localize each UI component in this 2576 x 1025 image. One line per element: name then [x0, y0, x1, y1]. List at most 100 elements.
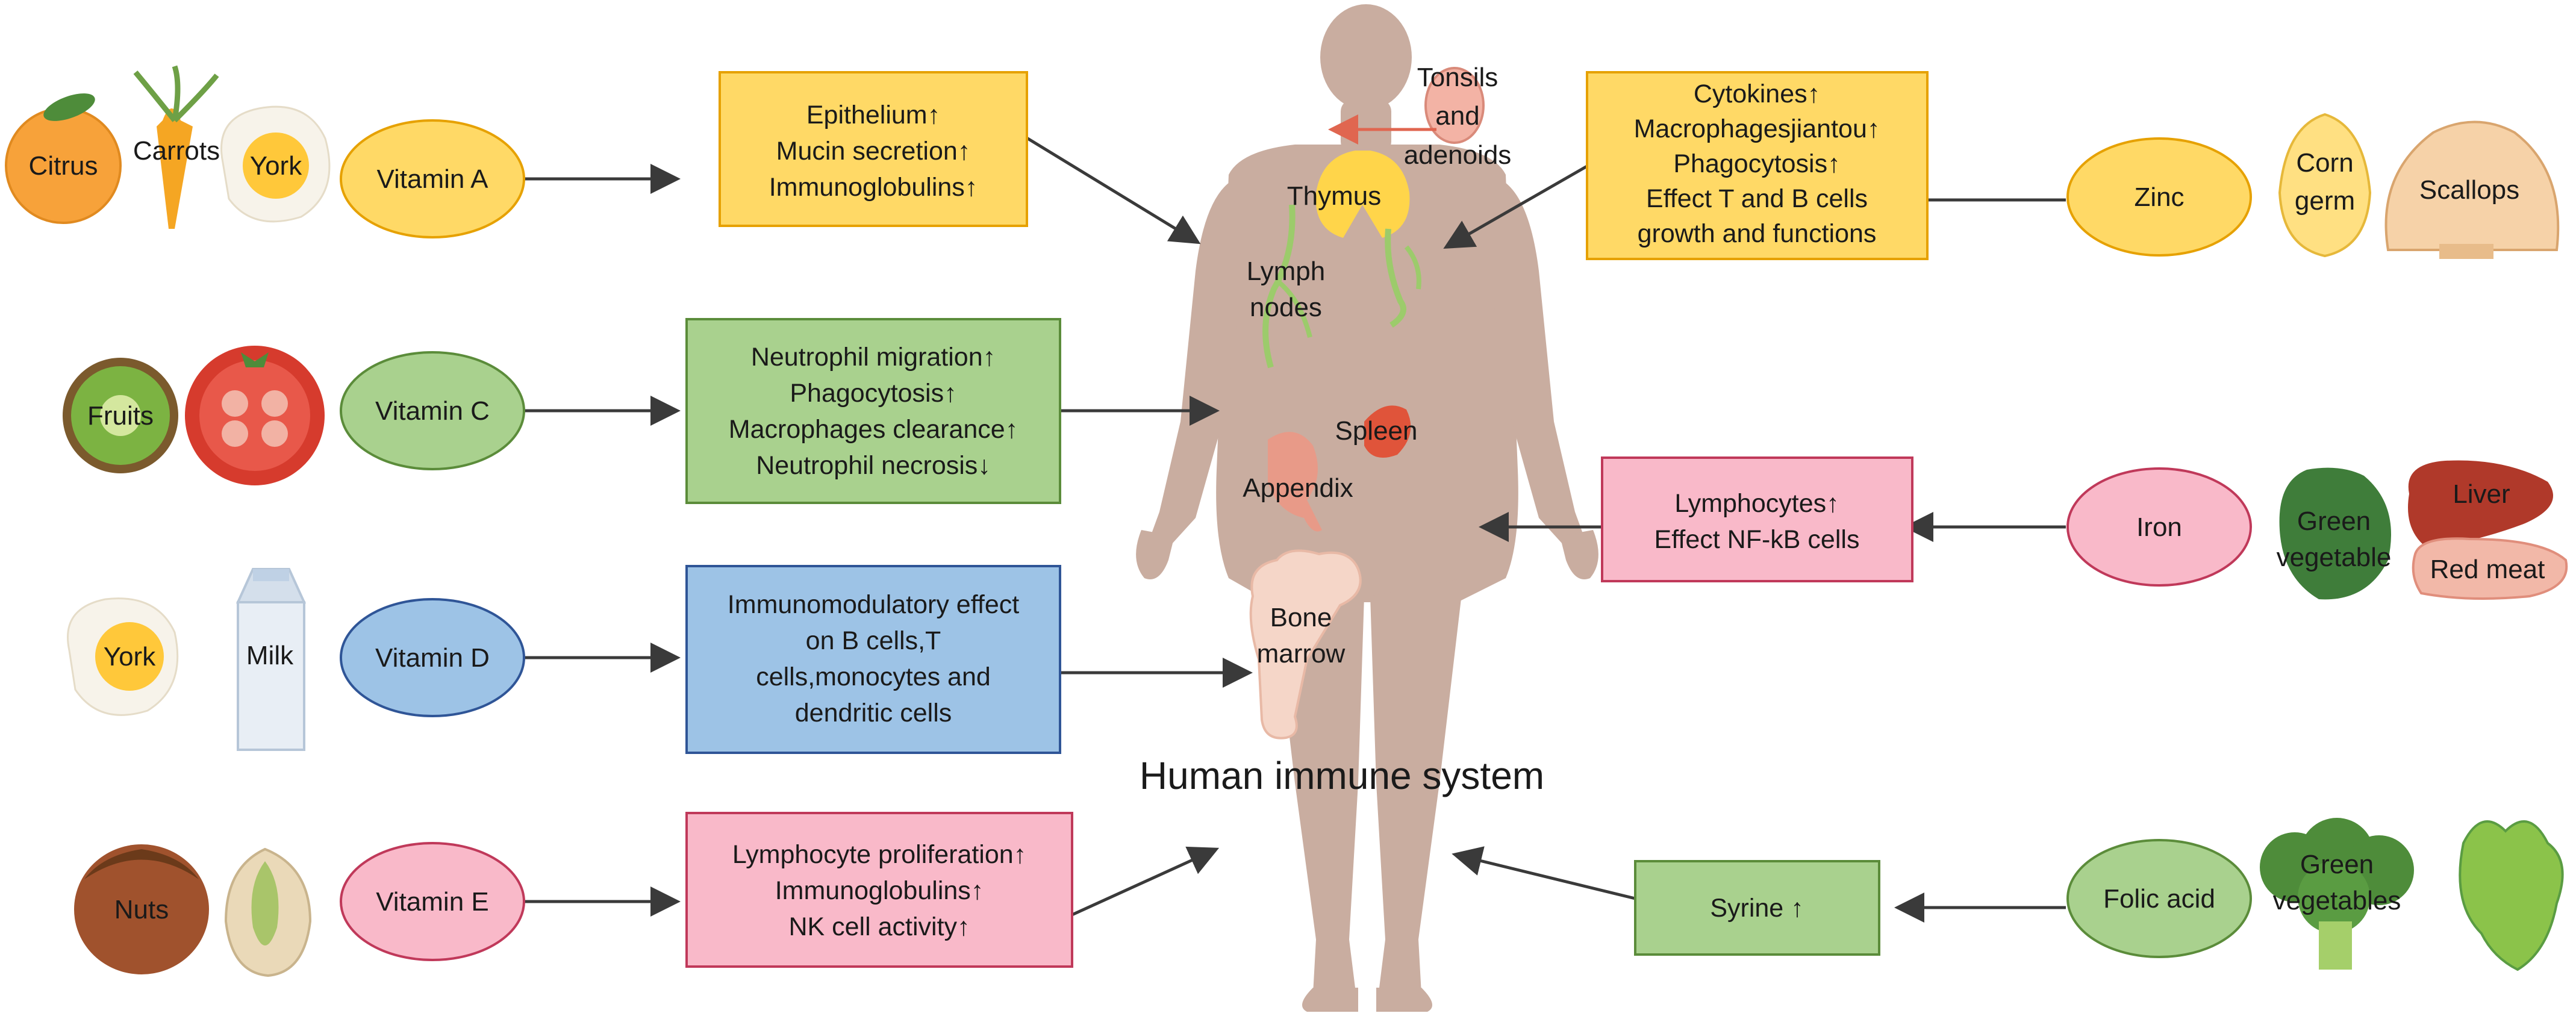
- food-corn-germ: Corn germ: [2278, 113, 2372, 258]
- corn-label-1: Corn: [2296, 148, 2353, 178]
- arrow-folic-acid-effect: [1452, 846, 1636, 900]
- food-milk-carton: Milk: [235, 568, 307, 751]
- green-vegetables-label-1: Green: [2300, 850, 2374, 879]
- york-a-label: York: [250, 151, 302, 181]
- zinc-effect-3: Phagocytosis↑: [1673, 149, 1840, 178]
- vitamin-c-effect-4: Neutrophil necrosis↓: [756, 451, 991, 480]
- folic-acid-effect-box: [1634, 860, 1880, 956]
- vitamin-d-effect-4: dendritic cells: [795, 699, 952, 727]
- vitamin-e-oval: [340, 842, 525, 961]
- folic-acid-effect-1: Syrine ↑: [1710, 894, 1803, 923]
- green-vegetables-label-2: vegetables: [2273, 886, 2401, 915]
- green-vegetable-label-2: vegetable: [2277, 543, 2392, 572]
- vitamin-d-effect-2: on B cells,T: [806, 626, 941, 655]
- vitamin-a-oval: [340, 119, 525, 238]
- appendix-label: Appendix: [1243, 473, 1353, 503]
- diagram-title: Human immune system: [1140, 754, 1544, 797]
- food-egg-york-d: York: [67, 597, 179, 716]
- arrow-vitamin-a-effect: [1017, 131, 1201, 245]
- bone-marrow-label-2: marrow: [1257, 639, 1346, 668]
- zinc-oval: [2066, 137, 2252, 257]
- red-meat-label: Red meat: [2430, 555, 2545, 584]
- spleen-label: Spleen: [1335, 416, 1417, 446]
- vitamin-c-label: Vitamin C: [375, 396, 490, 426]
- folic-acid-label: Folic acid: [2103, 884, 2215, 914]
- bone-marrow-graphic: [1249, 549, 1362, 740]
- vitamin-e-effect-3: NK cell activity↑: [788, 912, 970, 941]
- food-tomato: [185, 346, 325, 485]
- tonsils-label-1: Tonsils: [1417, 63, 1499, 92]
- liver-label: Liver: [2453, 479, 2510, 509]
- tonsils-label-2: and: [1435, 101, 1479, 131]
- milk-label: Milk: [246, 641, 294, 670]
- food-lettuce: [2459, 820, 2564, 971]
- arrows: [524, 114, 2066, 941]
- vitamin-c-effect-2: Phagocytosis↑: [790, 379, 956, 408]
- vitamin-a-effect-1: Epithelium↑: [806, 101, 940, 129]
- nuts-label: Nuts: [114, 895, 169, 924]
- zinc-effect-box: [1586, 71, 1929, 260]
- fruits-label: Fruits: [87, 401, 154, 431]
- food-green-vegetable: Green vegetable: [2277, 467, 2392, 600]
- corn-label-2: germ: [2295, 186, 2355, 216]
- organ-labels: Tonsils and adenoids Thymus Lymph nodes …: [1243, 63, 1511, 668]
- food-citrus: Citrus: [5, 93, 122, 224]
- tonsils-graphic: [1424, 67, 1485, 144]
- thymus-graphic: [1315, 151, 1410, 238]
- vitamin-a-effect-3: Immunoglobulins↑: [769, 173, 978, 202]
- lymph-label-2: nodes: [1250, 293, 1322, 322]
- vitamin-c-effect-3: Macrophages clearance↑: [729, 415, 1018, 444]
- lymph-node-left: [1262, 204, 1296, 369]
- iron-effect-1: Lymphocytes↑: [1674, 489, 1839, 518]
- carrots-label: Carrots: [133, 136, 220, 166]
- food-pistachio: [224, 847, 312, 977]
- vitamin-c-oval: [340, 351, 525, 470]
- vitamin-e-effect-2: Immunoglobulins↑: [775, 876, 984, 905]
- folic-acid-oval: [2066, 839, 2252, 958]
- green-vegetable-label-1: Green: [2297, 506, 2371, 536]
- bone-marrow-label-1: Bone: [1270, 603, 1332, 632]
- vitamin-a-effect-2: Mucin secretion↑: [776, 137, 971, 166]
- food-broccoli: Green vegetables: [2260, 818, 2414, 970]
- food-liver: Liver: [2408, 460, 2553, 548]
- food-nuts: Nuts: [74, 844, 209, 974]
- iron-label: Iron: [2136, 512, 2182, 542]
- york-d-label: York: [104, 642, 156, 671]
- vitamin-a-effect-box: [719, 71, 1028, 227]
- nutrient-ovals: Vitamin A Vitamin C Vitamin D Vitamin E …: [340, 119, 2252, 961]
- vitamin-d-oval: [340, 598, 525, 717]
- citrus-label: Citrus: [29, 151, 98, 181]
- appendix-graphic: [1268, 432, 1322, 532]
- food-red-meat: Red meat: [2412, 537, 2568, 600]
- lymph-node-right: [1385, 228, 1406, 328]
- vitamin-e-effect-box: [685, 812, 1073, 968]
- vitamin-a-label: Vitamin A: [376, 164, 488, 194]
- tonsils-label-3: adenoids: [1404, 140, 1512, 170]
- vitamin-e-label: Vitamin E: [376, 887, 489, 917]
- lymph-node-right-branch: [1404, 245, 1421, 290]
- zinc-label: Zinc: [2134, 182, 2184, 212]
- zinc-effect-2: Macrophagesjiantou↑: [1634, 114, 1880, 143]
- organ-graphics: [1249, 67, 1485, 740]
- spleen-graphic: [1364, 405, 1411, 458]
- vitamin-d-effect-1: Immunomodulatory effect: [728, 590, 1019, 619]
- scallops-label: Scallops: [2419, 175, 2519, 205]
- iron-oval: [2066, 467, 2252, 587]
- vitamin-e-effect-1: Lymphocyte proliferation↑: [732, 840, 1026, 869]
- zinc-effect-5: growth and functions: [1638, 219, 1877, 248]
- zinc-effect-4: Effect T and B cells: [1646, 184, 1868, 213]
- food-kiwi-fruits: Fruits: [63, 358, 178, 473]
- lymph-label-1: Lymph: [1247, 257, 1325, 286]
- lymph-node-left-branch: [1278, 281, 1312, 338]
- vitamin-c-effect-1: Neutrophil migration↑: [751, 343, 996, 372]
- food-egg-york-a: York: [220, 105, 331, 223]
- vitamin-d-effect-box: [685, 565, 1061, 754]
- iron-effect-box: [1601, 456, 1913, 582]
- vitamin-c-effect-box: [685, 318, 1061, 504]
- food-scallops: Scallops: [2384, 120, 2560, 259]
- vitamin-d-label: Vitamin D: [375, 643, 490, 673]
- iron-effect-2: Effect NF-kB cells: [1654, 525, 1860, 554]
- food-carrots: Carrots: [133, 65, 220, 229]
- vitamin-d-effect-3: cells,monocytes and: [756, 662, 991, 691]
